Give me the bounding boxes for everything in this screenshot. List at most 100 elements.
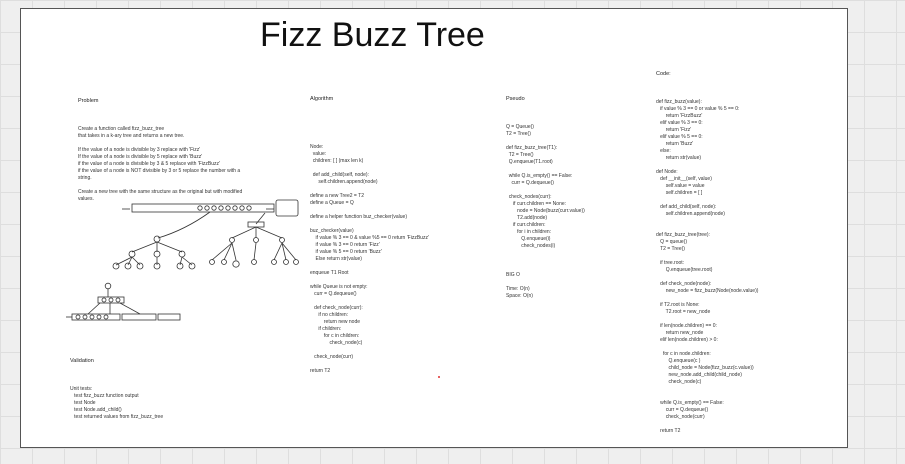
text-line	[656, 225, 758, 232]
text-line: def check_node(node):	[656, 281, 712, 287]
text-line: def fizz_buzz_tree(T1):	[506, 145, 558, 151]
stack-level-2	[97, 296, 125, 304]
stack-level-3a	[71, 313, 121, 321]
text-line: self.children = [ ]	[656, 190, 703, 196]
algorithm-text: Node: value: children: [ ] (max len k) d…	[310, 144, 429, 375]
text-line: Create a function called fizz_buzz_tree	[78, 126, 165, 132]
text-line: T2.add(node)	[506, 215, 548, 221]
text-line	[656, 316, 758, 323]
text-line	[656, 218, 758, 225]
text-line: if children:	[310, 326, 342, 332]
text-line: check_node(c)	[310, 340, 363, 346]
text-line: curr = Q.dequeue()	[656, 407, 709, 413]
text-line: if curr.children:	[506, 222, 546, 228]
text-line: Q.enqueue(T1.root)	[506, 159, 553, 165]
whiteboard	[20, 8, 848, 448]
text-line: while Q.is_empty() == False:	[656, 400, 724, 406]
text-line	[310, 263, 429, 270]
text-line	[656, 197, 758, 204]
text-line	[78, 182, 242, 189]
text-line	[78, 140, 242, 147]
text-line: def Node:	[656, 169, 678, 175]
text-line: curr = Q.dequeue()	[506, 180, 554, 186]
text-line: Unit tests:	[70, 386, 93, 392]
text-line: test Node	[70, 400, 96, 406]
code-heading: Code:	[656, 71, 671, 77]
text-line: define a Queue = Q	[310, 200, 354, 206]
text-line: if the value of a node is NOT divisible …	[78, 168, 241, 174]
text-line: Else return str(value)	[310, 256, 362, 262]
algorithm-section: Algorithm Node: value: children: [ ] (ma…	[310, 82, 429, 382]
text-line: new_node.add_child(child_node)	[656, 372, 742, 378]
text-line: BIG O	[506, 272, 520, 278]
text-line	[656, 253, 758, 260]
text-line: return T2	[656, 428, 681, 434]
problem-heading: Problem	[78, 98, 99, 104]
text-line	[506, 138, 585, 145]
text-line: if no children:	[310, 312, 349, 318]
text-line: T2 = Tree()	[656, 246, 685, 252]
text-line	[656, 421, 758, 428]
text-line: define a new Tree2 = T2	[310, 193, 364, 199]
text-line	[506, 187, 585, 194]
text-line	[656, 344, 758, 351]
text-line	[656, 393, 758, 400]
text-line	[310, 347, 429, 354]
text-line	[310, 361, 429, 368]
tree2-root-node	[247, 221, 265, 228]
text-line: new_node = fizz_buzz(Node(node.value))	[656, 288, 759, 294]
problem-section: Problem Create a function called fizz_bu…	[78, 84, 242, 210]
text-line: If the value of a node is divisible by 3…	[78, 147, 201, 153]
text-line: string.	[78, 175, 92, 181]
text-line: node = Node(buzz(curr.value))	[506, 208, 585, 214]
text-line	[506, 166, 585, 173]
text-line: check_node(curr)	[656, 414, 705, 420]
text-line: if len(node.children) == 0:	[656, 323, 717, 329]
text-line: T2 = Tree()	[506, 152, 534, 158]
text-line: while Q.is_empty() == False:	[506, 173, 573, 179]
tree1-root-node	[153, 235, 161, 243]
text-line	[310, 207, 429, 214]
text-line	[656, 162, 758, 169]
text-line: return new node	[310, 319, 361, 325]
text-line	[310, 298, 429, 305]
stack-root-node	[104, 282, 112, 290]
text-line: T2.root = new_node	[656, 309, 711, 315]
text-line: return T2	[310, 368, 331, 374]
text-line: for i in children:	[506, 229, 552, 235]
text-line: Q = Queue()	[506, 124, 534, 130]
text-line	[310, 277, 429, 284]
text-line: self.children.append(node)	[656, 211, 725, 217]
text-line: def fizz_buzz_tree(tree):	[656, 232, 710, 238]
pseudo-section: Pseudo Q = Queue()T2 = Tree() def fizz_b…	[506, 82, 585, 257]
queue-box	[275, 199, 299, 217]
text-line: value:	[310, 151, 327, 157]
code-section: Code: def fizz_buzz(value): if value % 3…	[656, 57, 758, 442]
text-line: elif len(node.children) > 0:	[656, 337, 718, 343]
text-line: check_node(curr)	[310, 354, 354, 360]
algorithm-heading: Algorithm	[310, 96, 334, 102]
text-line: enqueue T1 Root	[310, 270, 349, 276]
pseudo-text: Q = Queue() T2 = Tree() def fizz_buzz_tre…	[506, 124, 585, 250]
code-text: def fizz_buzz(value): if value % 3 == 0 …	[656, 99, 758, 435]
text-line: if tree.root:	[656, 260, 685, 266]
text-line: test returned values from fizz_buzz_tree	[70, 414, 164, 420]
text-line: Q.enqueue(c )	[656, 358, 701, 364]
text-line: if T2.root is None:	[656, 302, 700, 308]
text-line: return new_node	[656, 330, 704, 336]
text-line	[656, 386, 758, 393]
text-line: self.children.append(node)	[310, 179, 378, 185]
text-line: children: [ ] (max len k)	[310, 158, 364, 164]
validation-heading: Validation	[70, 358, 94, 364]
text-line: check_nodes(curr):	[506, 194, 552, 200]
text-line: that takes in a k-ary tree and returns a…	[78, 133, 185, 139]
text-line: elif value % 5 == 0:	[656, 134, 703, 140]
text-line: Q.enqueue(i)	[506, 236, 551, 242]
text-line: Node:	[310, 144, 324, 150]
text-line: def __init__(self, value)	[656, 176, 712, 182]
text-line	[310, 186, 429, 193]
text-line: return 'Buzz'	[656, 141, 694, 147]
text-line: while Queue is not empty:	[310, 284, 368, 290]
stack-level-3c	[157, 313, 181, 321]
text-line: if the value of a node is divisible by 3…	[78, 161, 220, 167]
